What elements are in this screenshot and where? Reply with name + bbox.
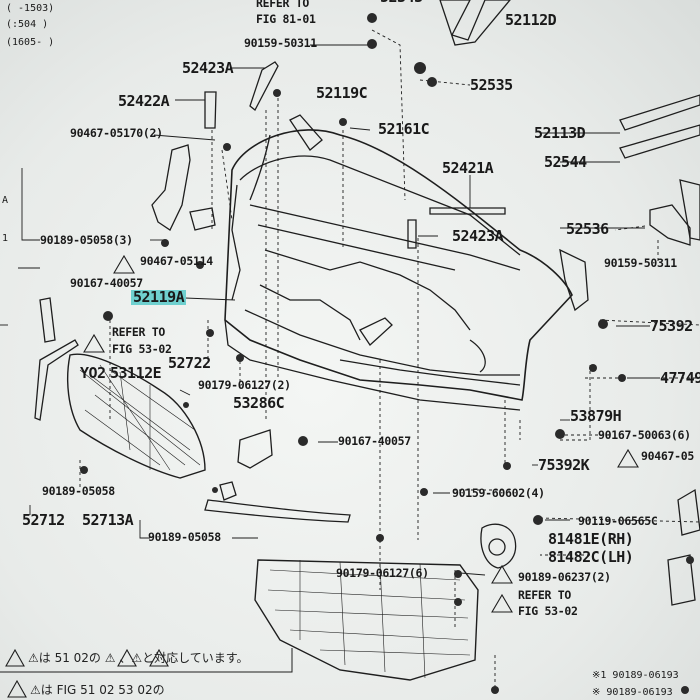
part-90179-06127-2: 90179-06127(2) xyxy=(198,378,291,392)
part-90159-50311: 90159-50311 xyxy=(244,36,317,50)
part-53286C: 53286C xyxy=(233,394,285,412)
refer-to-label: REFER TO xyxy=(256,0,309,10)
part-90159-50311-right: 90159-50311 xyxy=(604,256,677,270)
part-52112D: 52112D xyxy=(505,11,557,29)
part-90467-05170: 90467-05170(2) xyxy=(70,126,163,140)
part-52712: 52712 xyxy=(22,511,65,529)
part-90467-05: 90467-05 xyxy=(641,449,694,463)
part-75392: 75392 xyxy=(650,317,693,335)
part-52722: 52722 xyxy=(168,354,211,372)
refer-to-label-53: REFER TO xyxy=(112,325,165,339)
footnote-right-1: ※1 90189-06193 xyxy=(592,670,679,681)
header-note-3: (1605- ) xyxy=(6,37,55,48)
part-52536: 52536 xyxy=(566,220,609,238)
refer-to-label-bottom: REFER TO xyxy=(518,588,571,602)
header-note-2: (:504 ) xyxy=(6,19,49,30)
part-52421A: 52421A xyxy=(442,159,494,177)
footnote-right-2: ※ 90189-06193 xyxy=(592,687,673,698)
figure-ref-81-01: FIG 81-01 xyxy=(256,12,316,26)
part-52119C: 52119C xyxy=(316,84,368,102)
part-90467-05114: 90467-05114 xyxy=(140,254,213,268)
header-note-1: ( -1503) xyxy=(6,3,55,14)
figure-ref-53-02-bottom: FIG 53-02 xyxy=(518,604,578,618)
part-52713A: 52713A xyxy=(82,511,134,529)
part-52161C: 52161C xyxy=(378,120,430,138)
part-52113D: 52113D xyxy=(534,124,586,142)
part-90167-50063: 90167-50063(6) xyxy=(598,428,691,442)
part-47749: 47749 xyxy=(660,369,700,387)
part-90189-05058-left: 90189-05058 xyxy=(42,484,115,498)
part-52423A: 52423A xyxy=(182,59,234,77)
part-90189-05058-bottom: 90189-05058 xyxy=(148,530,221,544)
part-52119A-highlighted: 52119A xyxy=(131,288,187,306)
part-52422A: 52422A xyxy=(118,92,170,110)
part-81481E: 81481E(RH) xyxy=(548,530,634,548)
footnote-2: ⚠は FIG 51 02 53 02の xyxy=(30,683,165,697)
part-90189-06237: 90189-06237(2) xyxy=(518,570,611,584)
part-81482C: 81482C(LH) xyxy=(548,548,634,566)
figure-ref-53-02: FIG 53-02 xyxy=(112,342,172,356)
part-90167-40057: 90167-40057 xyxy=(70,276,143,290)
part-53879H: 53879H xyxy=(570,407,622,425)
part-75392K: 75392K xyxy=(538,456,590,474)
part-90179-06127-6: 90179-06127(6) xyxy=(336,566,429,580)
label-fragment-1: 1 xyxy=(2,233,9,244)
code-yo2: YO2 xyxy=(80,364,106,382)
part-90119-06565: 90119-06565C xyxy=(578,514,658,528)
label-fragment-a: A xyxy=(2,195,9,206)
part-53112E: 53112E xyxy=(110,364,162,382)
part-90159-60602: 90159-60602(4) xyxy=(452,486,545,500)
part-52544: 52544 xyxy=(544,153,587,171)
part-90167-40057-mid: 90167-40057 xyxy=(338,434,411,448)
part-90189-05058-3: 90189-05058(3) xyxy=(40,233,133,247)
part-52535: 52535 xyxy=(470,76,513,94)
footnote-1: ⚠は 51 02の ⚠ 、⚠と対応しています。 xyxy=(28,651,249,665)
part-52423A-mid: 52423A xyxy=(452,227,504,245)
part-52343: 52343 xyxy=(380,0,423,5)
